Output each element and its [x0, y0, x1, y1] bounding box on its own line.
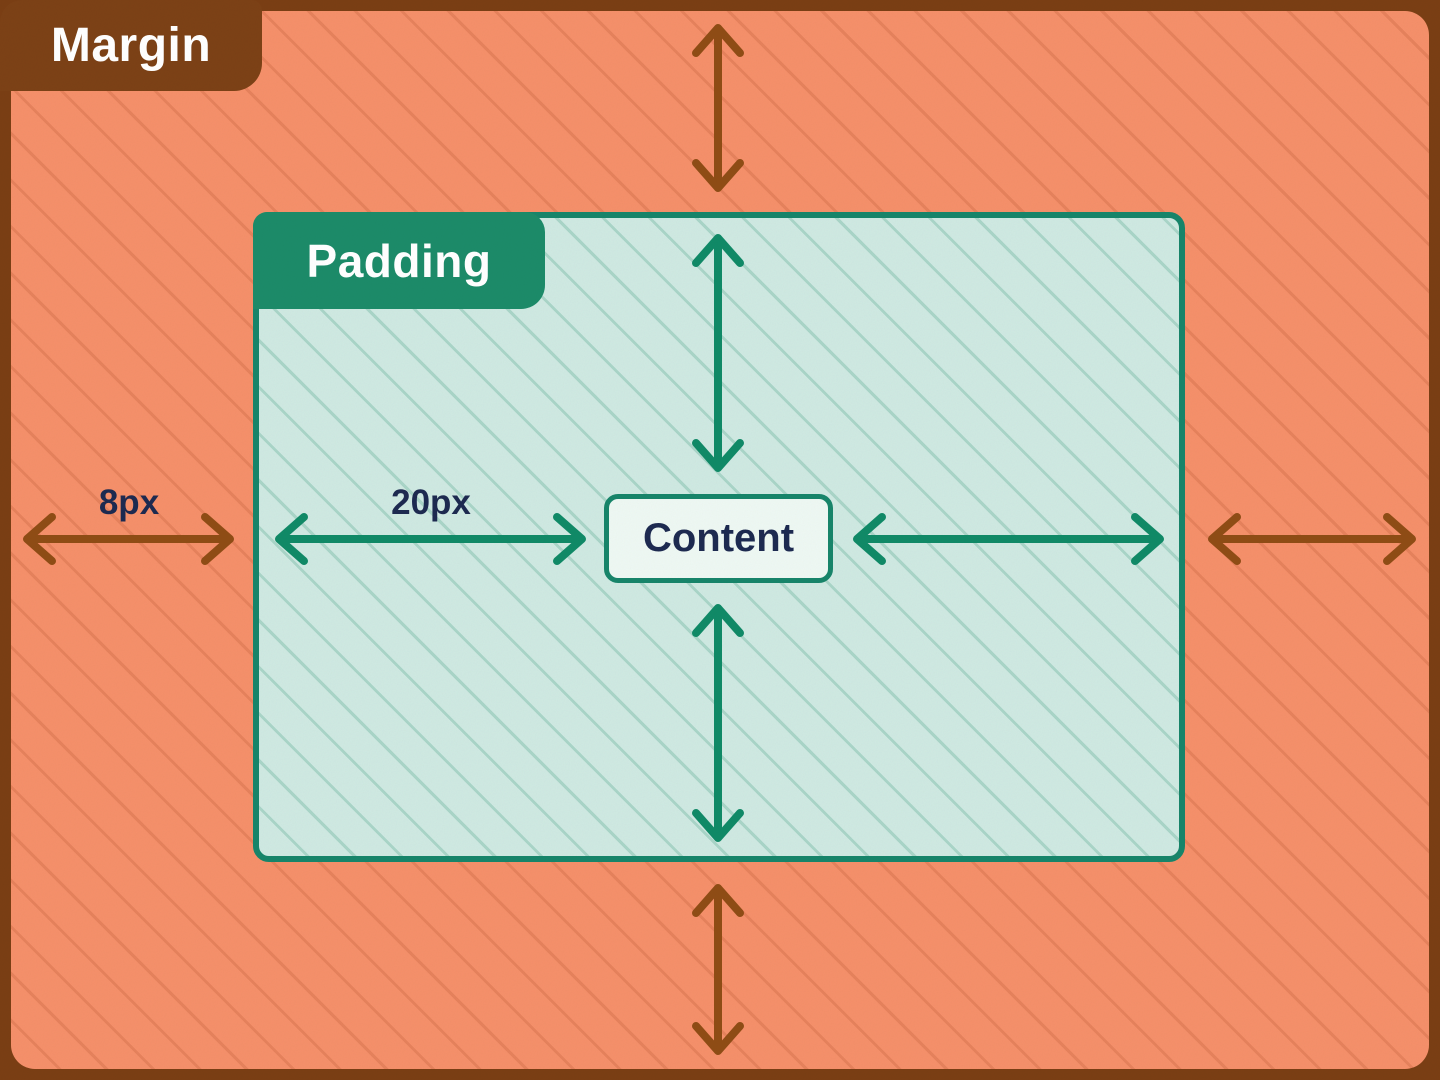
margin-label-text: Margin	[50, 19, 212, 72]
padding-label-text: Padding	[306, 234, 492, 287]
padding-size-label: 20px	[391, 483, 471, 522]
margin-label: Margin	[0, 0, 262, 91]
content-box: Content	[604, 494, 833, 583]
content-label-text: Content	[642, 516, 795, 560]
padding-label: Padding	[253, 212, 545, 309]
margin-size-label: 8px	[98, 483, 160, 522]
